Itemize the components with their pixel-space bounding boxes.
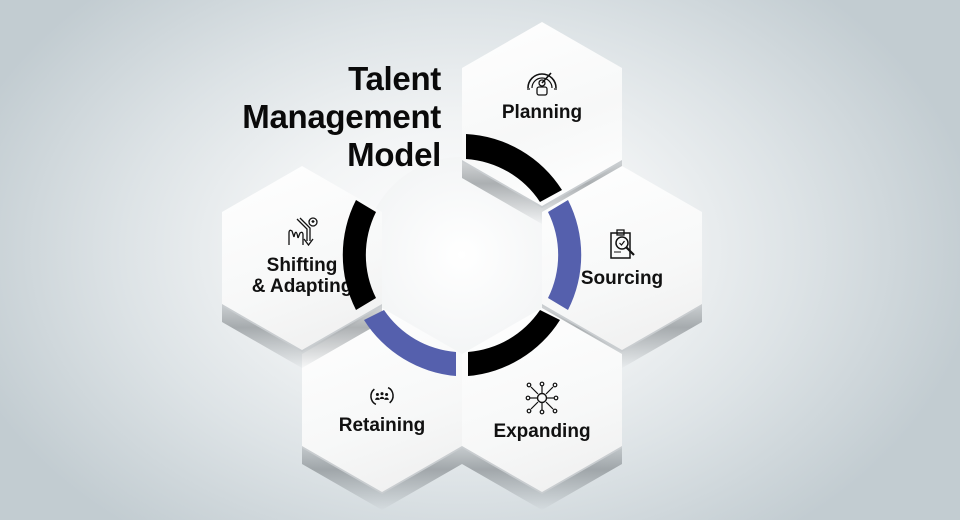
stage-label-sourcing: Sourcing	[580, 267, 664, 289]
title-line-2: Management	[242, 98, 441, 135]
title-line-3: Model	[347, 136, 441, 173]
clipboard-magnifier-icon	[610, 228, 635, 259]
hex-shifting-adapting: Shifting & Adapting	[222, 166, 382, 368]
stage-label-shifting-adapting: Shifting & Adapting	[251, 255, 353, 297]
hex-expanding: Expanding	[462, 308, 622, 510]
stage-label-planning: Planning	[501, 101, 583, 123]
network-person-icon	[525, 381, 559, 414]
speedometer-person-icon	[527, 71, 557, 96]
adapting-hands-icon	[288, 217, 318, 247]
diagram-title: Talent Management Model	[215, 60, 441, 174]
stage-label-expanding: Expanding	[493, 420, 591, 442]
title-line-1: Talent	[348, 60, 441, 97]
stage-label-retaining: Retaining	[338, 414, 426, 436]
team-cycle-icon	[370, 386, 394, 405]
